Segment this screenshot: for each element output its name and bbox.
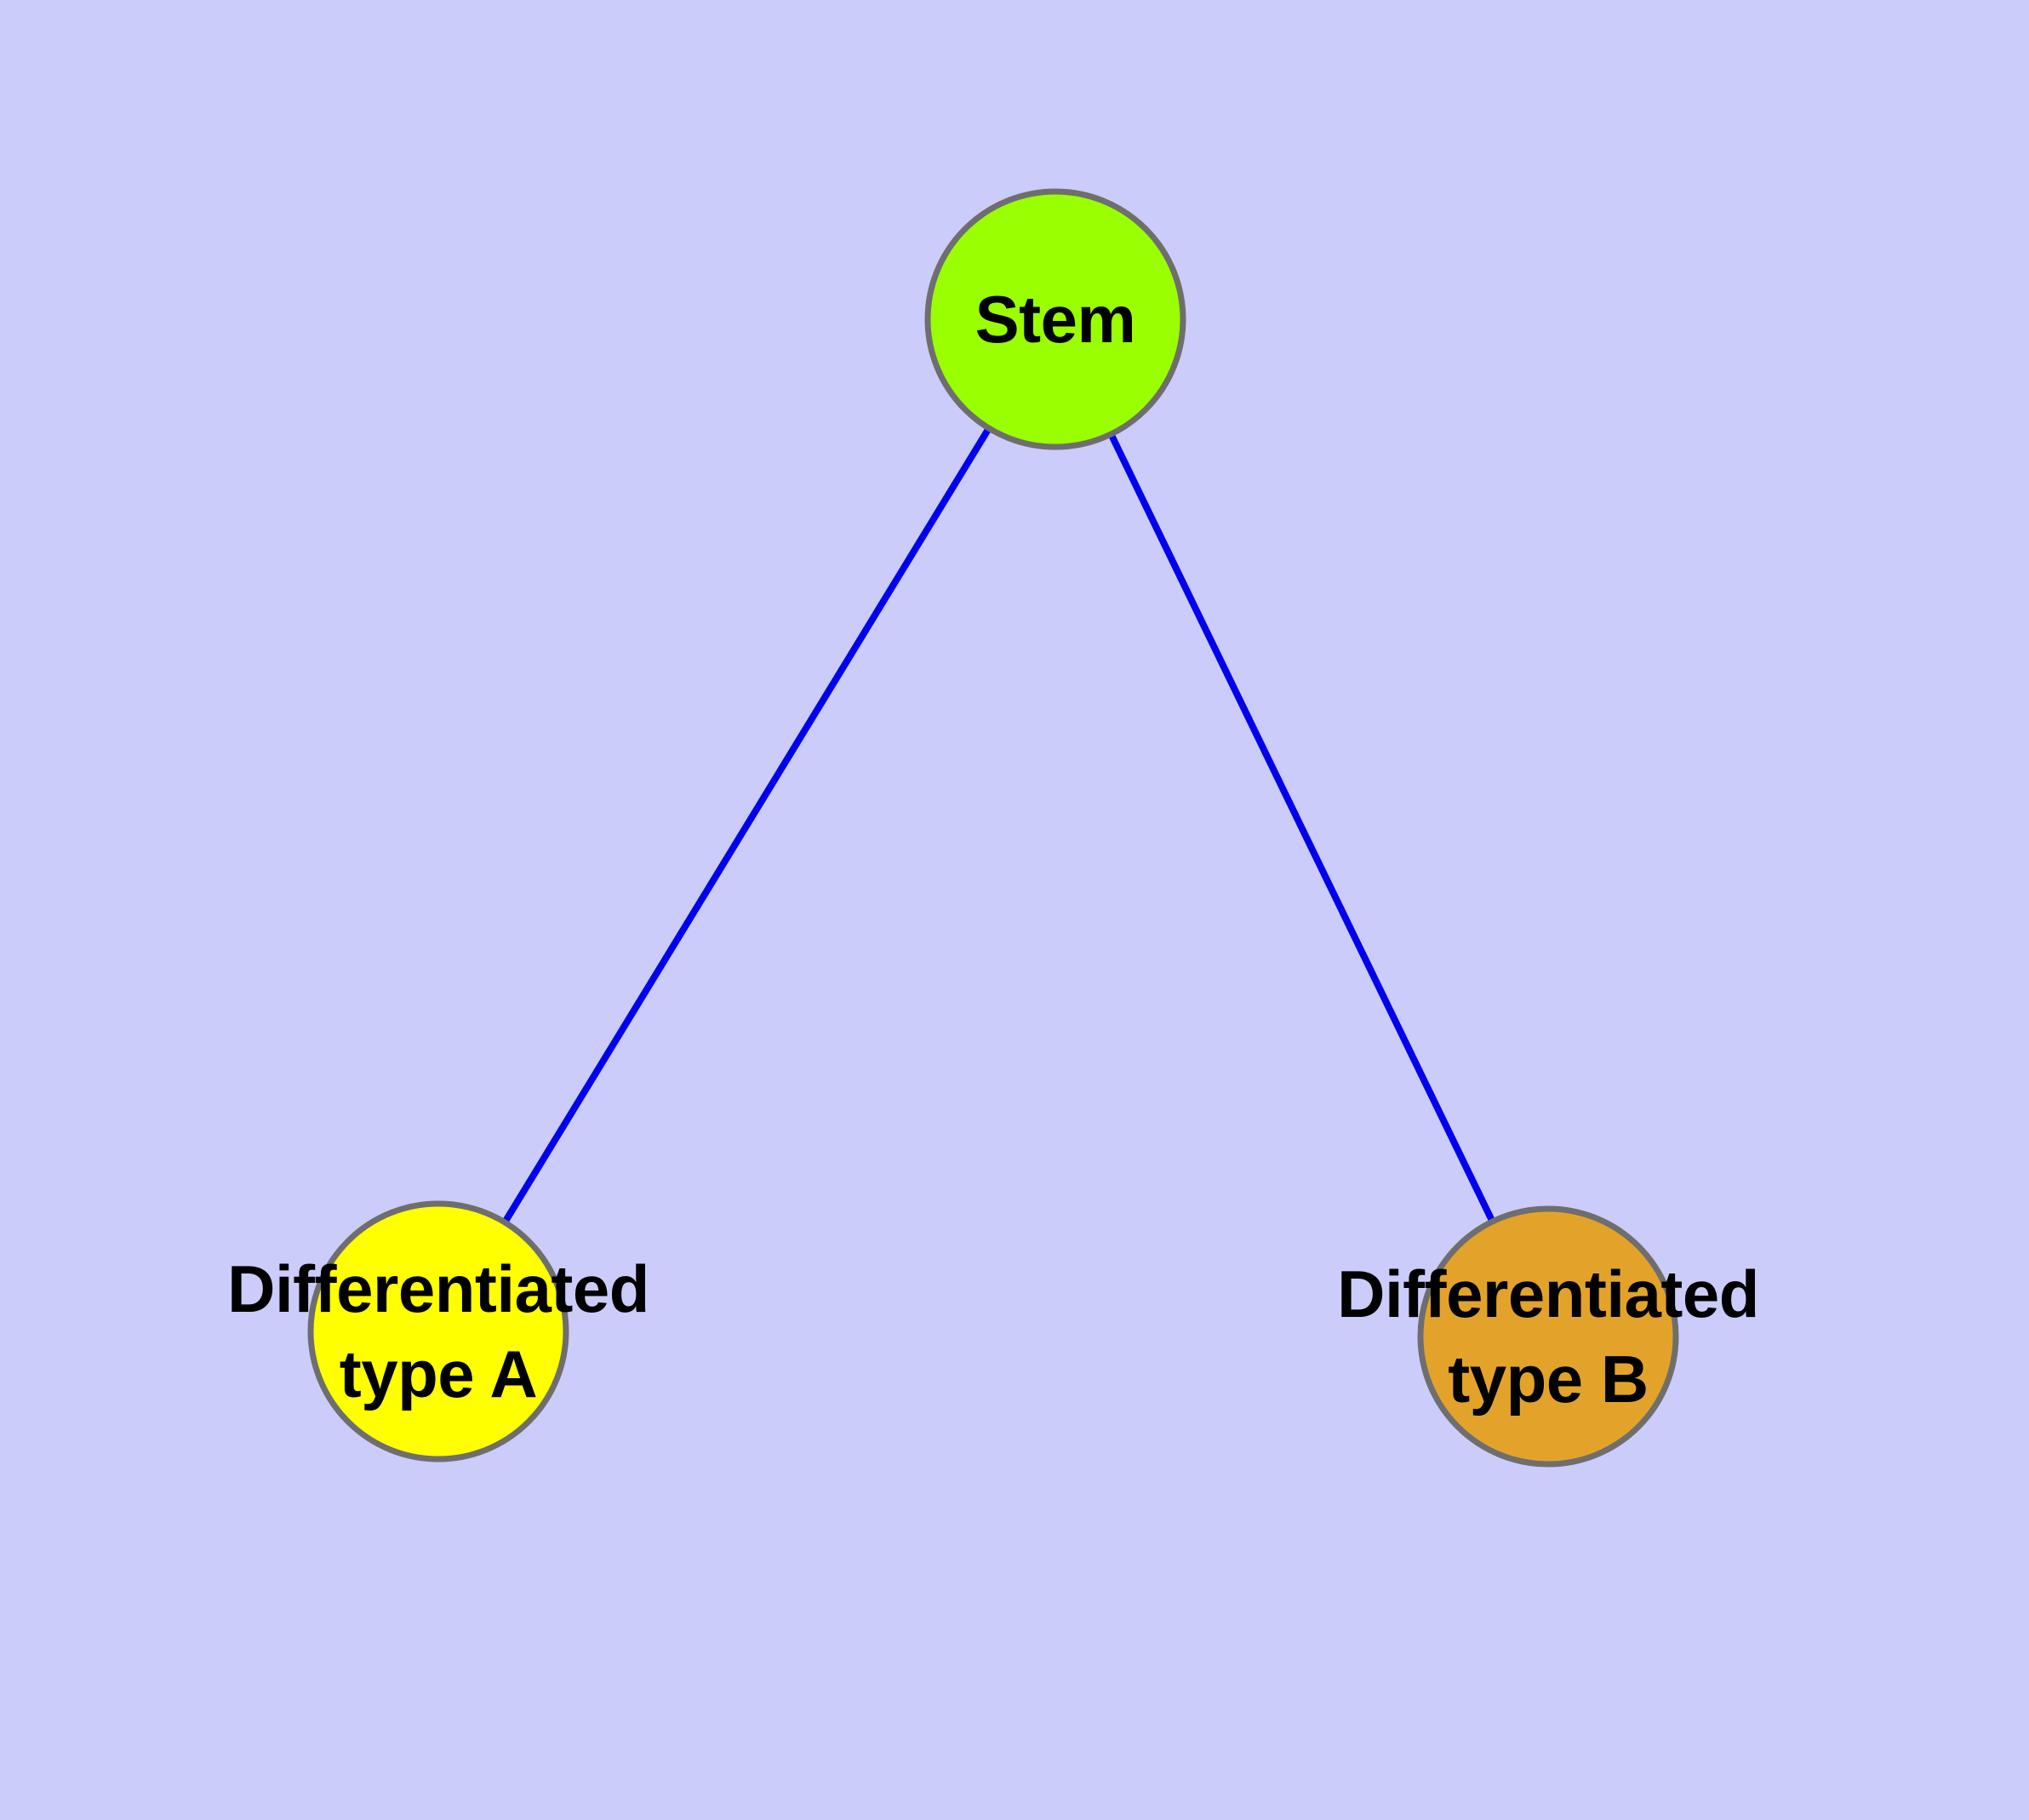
- graph-edge-stem-to-diff-b[interactable]: [1109, 434, 1495, 1222]
- node-layer: [307, 188, 1679, 1468]
- graph-node-diff-a[interactable]: [307, 1200, 569, 1462]
- graph-node-stem[interactable]: [924, 188, 1186, 450]
- graph-edge-stem-to-diff-a[interactable]: [503, 428, 991, 1222]
- edge-layer: [503, 428, 1495, 1222]
- graph-node-diff-b[interactable]: [1417, 1205, 1679, 1468]
